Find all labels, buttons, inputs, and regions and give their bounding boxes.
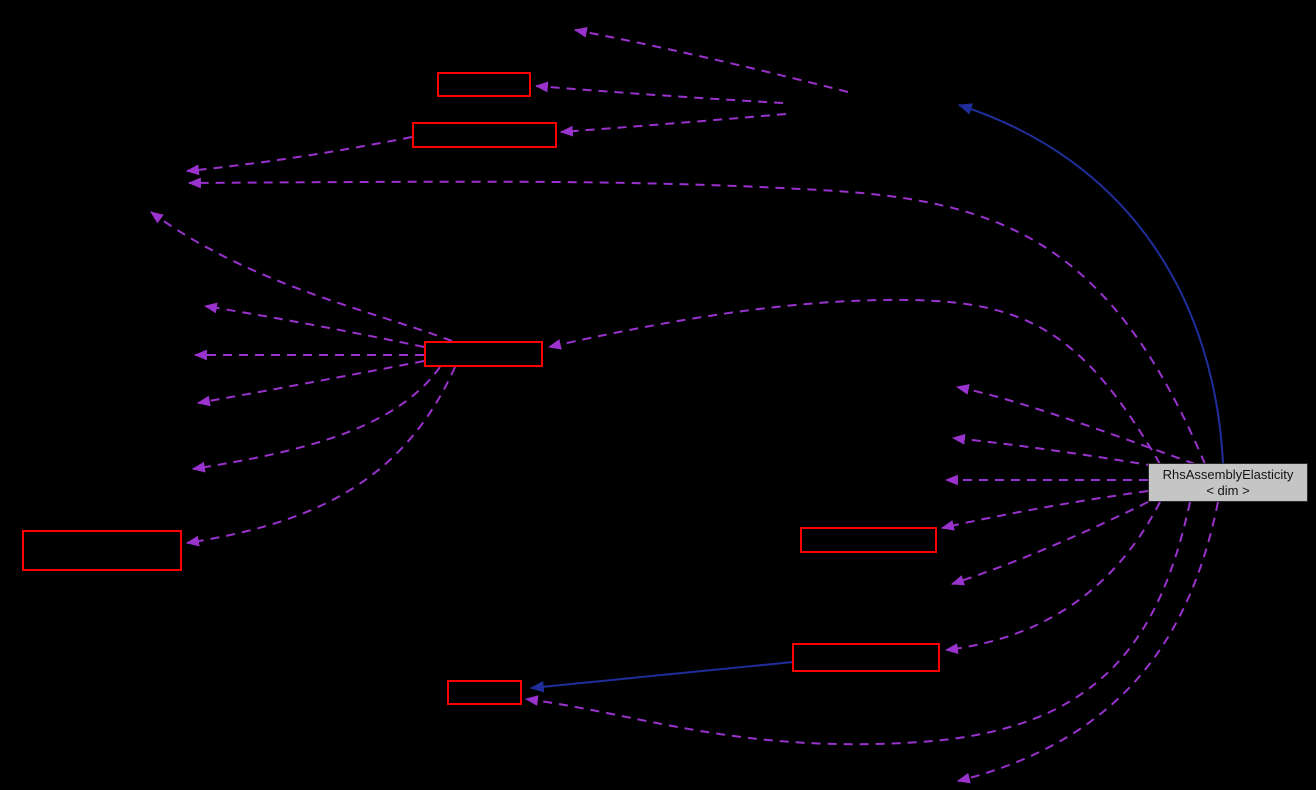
class-box-4[interactable] <box>22 530 182 571</box>
usage-edge-main-to-hidden-right-2 <box>951 433 1156 467</box>
class-box-6[interactable] <box>792 643 940 672</box>
usage-edge-hidden-base-to-class-box-2 <box>559 113 787 137</box>
usage-edge-main-to-class-box-3 <box>547 298 1161 465</box>
usage-edge-class-box-3-to-hidden-left-2 <box>150 211 453 342</box>
usage-edge-main-to-hidden-right-5 <box>956 501 1219 784</box>
usage-edge-class-box-3-to-hidden-left-3 <box>203 302 425 348</box>
class-box-3[interactable] <box>424 341 543 367</box>
usage-edge-class-box-3-to-hidden-left-6 <box>191 366 441 473</box>
usage-edge-class-box-3-to-hidden-left-5 <box>196 360 425 407</box>
inheritance-edge-class-box-6-to-class-box-7 <box>529 661 794 693</box>
usage-edge-main-to-class-box-5 <box>940 490 1149 531</box>
main-class-node: RhsAssemblyElasticity < dim > <box>1148 463 1308 502</box>
usage-edge-main-to-hidden-left-1 <box>187 177 1206 465</box>
usage-edge-hidden-base-to-class-box-1 <box>534 81 784 104</box>
main-class-label-line2: < dim > <box>1206 482 1250 498</box>
class-box-5[interactable] <box>800 527 937 553</box>
class-box-7[interactable] <box>447 680 522 705</box>
usage-edge-main-to-hidden-right-1 <box>955 384 1196 465</box>
usage-edge-main-to-hidden-right-4 <box>950 501 1149 586</box>
main-class-label-line1: RhsAssemblyElasticity <box>1162 466 1294 482</box>
class-box-1[interactable] <box>437 72 531 97</box>
usage-edge-class-box-2-to-hidden-left-1 <box>185 136 413 176</box>
inheritance-edge-main-to-hidden-base <box>957 103 1224 465</box>
usage-edge-main-to-class-box-6 <box>944 501 1161 654</box>
class-box-2[interactable] <box>412 122 557 148</box>
usage-edge-class-box-3-to-class-box-4 <box>185 366 456 547</box>
usage-edge-hidden-base-to-hidden-top <box>573 26 849 93</box>
